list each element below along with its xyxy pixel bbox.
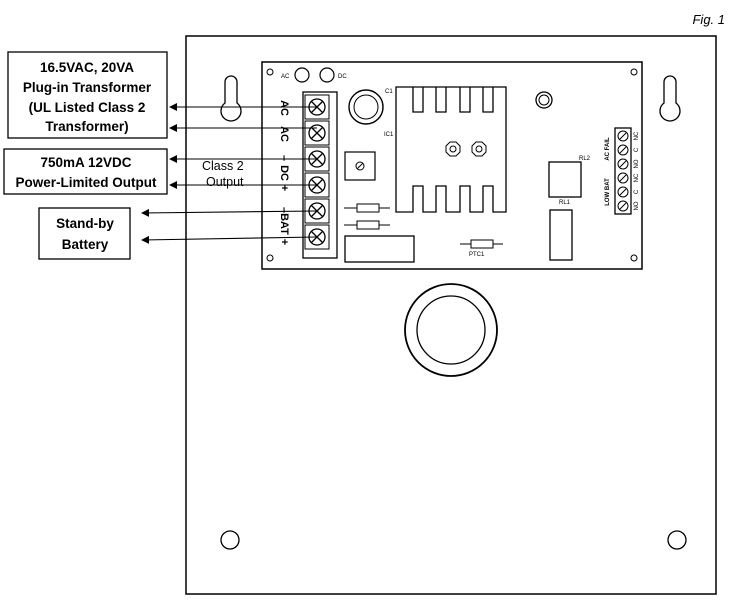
svg-text:PTC1: PTC1 [469,252,485,258]
svg-text:DC: DC [338,74,347,80]
terminal-block [302,91,338,259]
relay-output-terminals: NC C NO NC C NO AC FAIL LOW BAT [605,127,640,215]
svg-text:IC1: IC1 [384,132,394,138]
ptc1: PTC1 [460,239,503,258]
svg-text:C1: C1 [385,89,393,95]
board-led-small [535,91,553,109]
terminal-label-dc-plus: + [278,185,290,191]
svg-text:C: C [634,147,640,152]
terminal-label-dc-minus: – [278,155,290,161]
terminal-label-ac1: AC [278,100,290,116]
output-box: 750mA 12VDC Power-Limited Output [3,148,168,195]
svg-text:NC: NC [634,131,640,140]
wire-arrows [141,103,318,244]
keyhole-left [220,75,242,122]
svg-text:NO: NO [634,201,640,210]
relay-rl2: RL2 [548,156,591,198]
potentiometer [344,151,376,181]
relay-rl1: RL1 [549,200,573,261]
resistor [344,220,390,230]
knockout [404,283,498,377]
figure-label: Fig. 1 [692,12,725,27]
svg-text:Power-Limited Output: Power-Limited Output [16,175,157,190]
svg-text:Battery: Battery [62,237,109,252]
terminal-label-dc: DC [278,165,290,181]
board-component [344,235,415,263]
class2-label: Class 2 [202,159,244,173]
terminal-label-ac2: AC [278,126,290,142]
led-ac: AC [281,67,310,83]
nut-icon [445,141,487,157]
enclosure-outline [185,35,717,595]
pcb-board [261,61,643,270]
svg-text:RL1: RL1 [559,200,571,206]
heat-sink [395,86,507,213]
capacitor-c1: C1 IC1 [348,89,394,138]
svg-text:Transformer): Transformer) [45,119,128,134]
keyhole-right [659,75,681,122]
output-label: Output [206,175,244,189]
low-bat-label: LOW BAT [605,178,611,206]
svg-text:C: C [634,189,640,194]
transformer-box: 16.5VAC, 20VA Plug-in Transformer (UL Li… [7,51,168,139]
mounting-hole-bottom-right [667,530,687,550]
terminal-label-bat-plus: + [278,239,290,245]
terminal-label-bat-minus: – [278,207,290,213]
svg-text:AC: AC [281,74,290,80]
svg-text:750mA 12VDC: 750mA 12VDC [40,155,131,170]
ac-fail-label: AC FAIL [605,137,611,161]
svg-text:RL2: RL2 [579,156,591,162]
battery-box: Stand-by Battery [38,207,131,260]
svg-text:NC: NC [634,173,640,182]
mounting-hole-bottom-left [220,530,240,550]
led-dc: DC [319,67,347,83]
svg-text:16.5VAC, 20VA: 16.5VAC, 20VA [40,60,134,75]
terminal-label-bat: BAT [278,213,290,235]
svg-text:(UL Listed Class 2: (UL Listed Class 2 [29,100,146,115]
svg-text:Plug-in Transformer: Plug-in Transformer [23,80,152,95]
svg-text:Stand-by: Stand-by [56,216,114,231]
svg-text:NO: NO [634,159,640,168]
resistor [344,203,390,213]
